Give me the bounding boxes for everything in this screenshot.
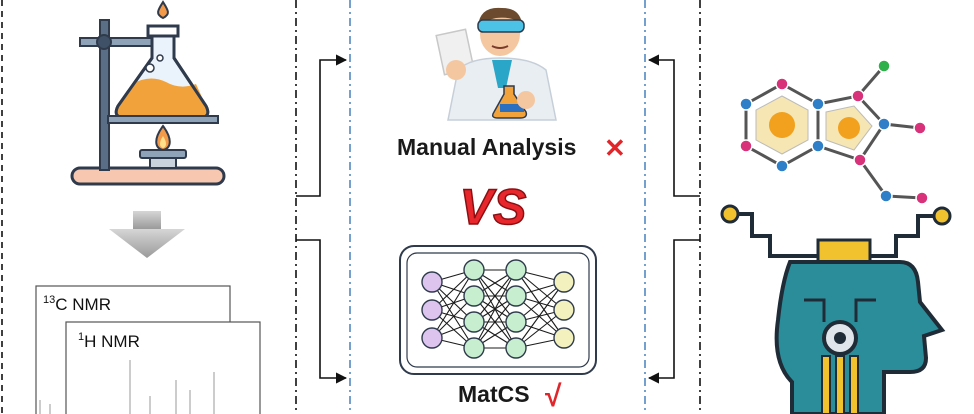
nn-node [463,259,485,281]
c13-label-text: C NMR [55,295,111,314]
c13-nmr-label: 13C NMR [43,294,111,314]
down-arrow-icon [109,211,185,258]
nn-node [463,311,485,333]
nn-node [553,271,575,293]
nn-connection [473,295,517,349]
right-bracket-top [647,54,700,197]
nn-connection [473,269,517,349]
right-bracket-bottom [647,239,700,384]
neural-network-icon [399,245,597,375]
nn-node [505,311,527,333]
h1-nmr-label: 1H NMR [78,331,140,351]
scientist-icon [435,7,557,121]
nn-node [553,299,575,321]
nn-node [505,259,527,281]
panel-dividers [1,0,701,414]
nn-connection [515,281,565,349]
nn-connection [431,269,475,339]
matcs-label: MatCS [458,381,530,407]
nn-node [463,337,485,359]
manual-analysis-cross-mark: ✕ [604,133,626,163]
nn-node [463,285,485,307]
vs-label: VS [460,179,527,235]
nn-connection [515,269,565,339]
nn-node [421,327,443,349]
h1-label-text: H NMR [84,332,140,351]
matcs-check-mark: √ [545,380,562,413]
molecule-network-icon [739,59,929,205]
nmr-spectra: 13C NMR 1H NMR [35,285,261,414]
manual-analysis-label: Manual Analysis [397,134,576,160]
left-bracket-top [296,54,348,197]
left-bracket-bottom [296,239,348,384]
lab-flask-stand-icon [70,0,226,186]
nn-node [421,271,443,293]
nn-node [553,327,575,349]
nn-node [505,337,527,359]
c13-superscript: 13 [43,294,55,306]
h1-superscript: 1 [78,331,84,343]
nn-connection [431,281,475,349]
nn-node [505,285,527,307]
ai-head-icon [720,204,952,414]
nn-connection [473,269,517,323]
nn-node [421,299,443,321]
